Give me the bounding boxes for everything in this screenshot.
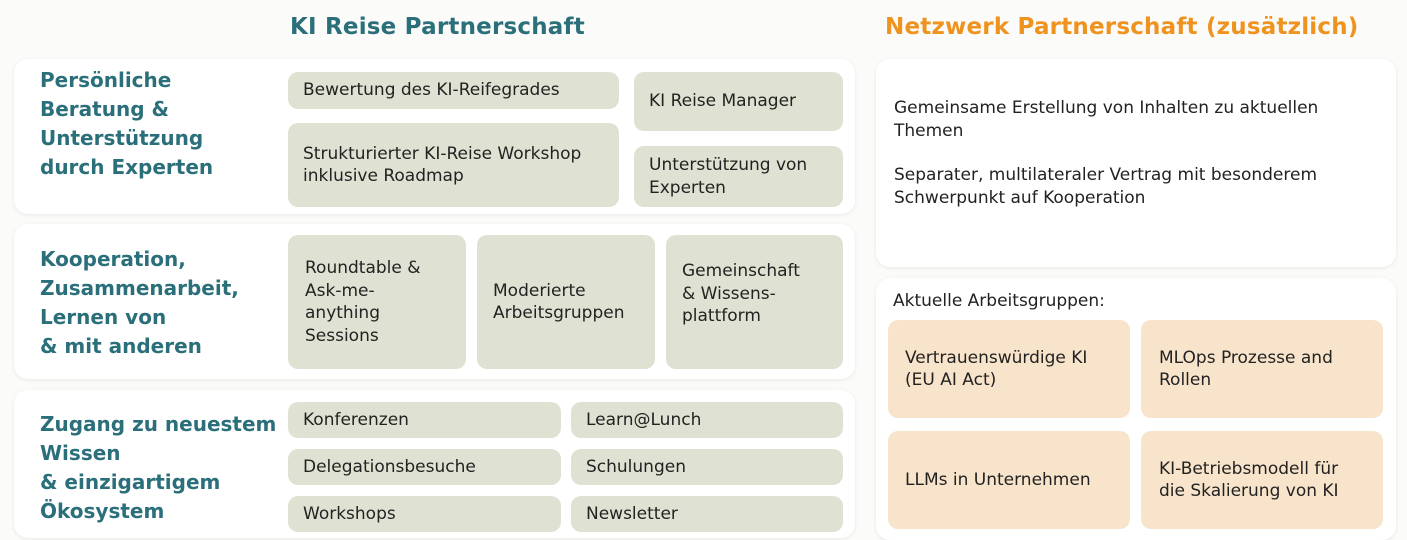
workshops-box: Workshops (288, 496, 561, 532)
llms-box: LLMs in Unternehmen (888, 431, 1130, 529)
trainings-box: Schulungen (571, 449, 843, 485)
mlops-box: MLOps Prozesse and Rollen (1141, 320, 1383, 418)
expert-support-box: Unterstützung von Experten (634, 146, 843, 207)
learn-at-lunch-box: Learn@Lunch (571, 402, 843, 438)
ki-reise-title: KI Reise Partnerschaft (290, 14, 585, 40)
trustworthy-ai-box: Vertrauenswürdige KI (EU AI Act) (888, 320, 1130, 418)
row-2-label: Kooperation, Zusammenarbeit, Lernen von … (40, 247, 239, 358)
community-platform-box: Gemeinschaft & Wissens- plattform (666, 235, 843, 369)
roundtable-box: Roundtable & Ask-me- anything Sessions (288, 235, 466, 369)
joint-content-text: Gemeinsame Erstellung von Inhalten zu ak… (894, 98, 1319, 141)
network-partnership-title: Netzwerk Partnerschaft (zusätzlich) (885, 14, 1359, 40)
roadmap-workshop-box: Strukturierter KI-Reise Workshop inklusi… (288, 123, 619, 207)
working-groups-box: Moderierte Arbeitsgruppen (477, 235, 655, 369)
journey-manager-box: KI Reise Manager (634, 72, 843, 131)
maturity-assessment-box: Bewertung des KI-Reifegrades (288, 72, 619, 109)
network-info-panel (876, 59, 1396, 267)
operating-model-box: KI-Betriebsmodell für die Skalierung von… (1141, 431, 1383, 529)
newsletter-box: Newsletter (571, 496, 843, 532)
row-3-label: Zugang zu neuestem Wissen & einzigartige… (40, 412, 277, 523)
working-groups-heading: Aktuelle Arbeitsgruppen: (893, 291, 1105, 311)
conferences-box: Konferenzen (288, 402, 561, 438)
separate-contract-text: Separater, multilateraler Vertrag mit be… (894, 165, 1318, 208)
row-1-label: Persönliche Beratung & Unterstützung dur… (40, 68, 214, 179)
delegation-visits-box: Delegationsbesuche (288, 449, 561, 485)
